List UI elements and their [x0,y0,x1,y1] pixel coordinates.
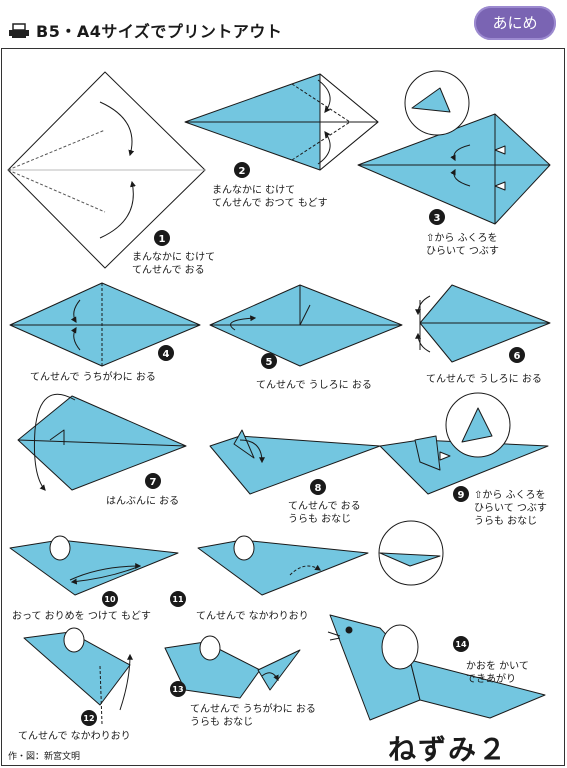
page-header: B5・A4サイズでプリントアウト [8,18,282,43]
step-11-figure [197,520,444,596]
step-8-figure [209,429,381,495]
step-7-figure [17,393,187,491]
step-5-caption: てんせんで うしろに おる [256,380,372,391]
diagram-frame [1,48,565,766]
svg-text:9: 9 [458,490,465,501]
svg-text:10: 10 [104,595,116,604]
page-title: ねずみ２ [388,733,509,766]
step-10-figure [9,535,179,596]
step-1-caption: まんなかに むけて てんせんで おる [132,252,216,276]
step-badge-10: 10 [102,591,118,607]
step-badge-3: 3 [429,209,445,225]
step-9-figure [379,392,549,495]
step-badge-2: 2 [234,162,250,178]
step-11-caption: てんせんで なかわりおり [196,611,309,622]
anime-badge-button[interactable]: あにめ [474,6,556,40]
svg-text:1: 1 [159,234,166,245]
step-4-figure [9,282,201,367]
step-6-figure [415,284,551,363]
step-badge-4: 4 [158,345,174,361]
step-badge-7: 7 [145,473,161,489]
step-badge-5: 5 [261,353,277,369]
step-14-figure [327,614,546,721]
step-6-caption: てんせんで うしろに おる [426,374,542,385]
credit-text: 作・図：新宮文明 [8,752,81,762]
svg-text:11: 11 [172,595,184,604]
step-3-caption: ⇧から ふくろを ひらいて つぶす [426,233,499,257]
step-10-caption: おって おりめを つけて もどす [12,611,151,622]
svg-text:7: 7 [150,477,157,488]
step-13-caption: てんせんで うちがわに おる うらも おなじ [190,704,316,728]
header-text: B5・A4サイズでプリントアウト [36,22,283,41]
svg-text:3: 3 [434,213,441,224]
step-2-figure [184,73,379,171]
step-3-figure [357,70,551,225]
printer-icon [8,22,30,43]
svg-text:14: 14 [455,640,467,649]
step-5-figure [209,284,403,367]
step-badge-1: 1 [154,230,170,246]
svg-text:5: 5 [266,357,273,368]
step-badge-12: 12 [81,710,97,726]
step-badge-8: 8 [310,479,326,495]
step-badge-9: 9 [453,486,469,502]
step-14-caption: かおを かいて できあがり [466,661,529,685]
step-7-caption: はんぶんに おる [106,496,180,507]
svg-text:8: 8 [315,483,322,494]
step-badge-13: 13 [170,681,186,697]
step-4-caption: てんせんで うちがわに おる [30,372,156,383]
step-1-figure [7,71,206,269]
step-9-caption: ⇧から ふくろを ひらいて つぶす うらも おなじ [474,490,547,527]
svg-text:4: 4 [163,349,170,360]
svg-text:2: 2 [239,166,246,177]
svg-text:13: 13 [172,685,183,694]
step-badge-6: 6 [509,347,525,363]
step-badge-11: 11 [170,591,186,607]
step-13-figure [164,635,301,699]
svg-text:6: 6 [514,351,521,362]
step-badge-14: 14 [453,636,469,652]
step-8-caption: てんせんで おる うらも おなじ [288,501,361,525]
svg-text:12: 12 [83,714,94,723]
step-12-figure [23,627,133,725]
step-12-caption: てんせんで なかわりおり [18,731,131,742]
step-2-caption: まんなかに むけて てんせんで おつて もどす [212,185,328,209]
